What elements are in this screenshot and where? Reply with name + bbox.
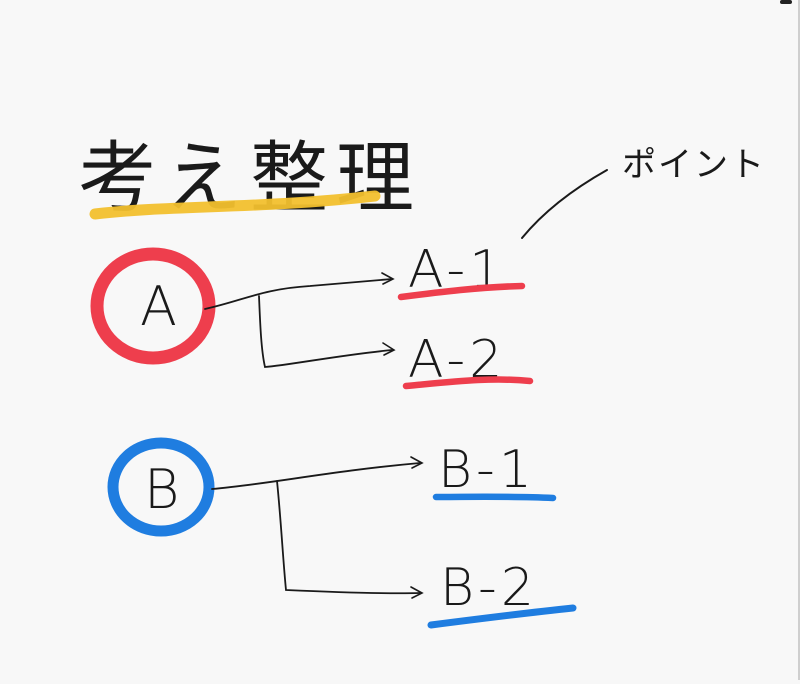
annotation-text: ポイント: [622, 145, 766, 185]
leaf-a-1-underline: [397, 282, 526, 301]
connector-b-1: [211, 462, 421, 490]
leaf-b-2-underline: [427, 604, 577, 629]
page-edge: [798, 0, 800, 680]
leaf-b-1-underline: [432, 493, 557, 502]
node-b-circle: [107, 437, 215, 537]
node-a-label: A: [140, 275, 177, 338]
connector-b-1-arrowhead: [410, 456, 424, 469]
connector-b-2: [276, 480, 421, 595]
node-a-circle: [90, 247, 216, 365]
connector-a-1: [204, 278, 393, 310]
node-b-label: B: [144, 458, 179, 521]
leaf-a-2-underline: [402, 376, 534, 390]
corner-mark: [780, 0, 792, 4]
leaf-b-1-label: B-1: [438, 440, 536, 500]
connector-b-2-arrowhead: [410, 586, 424, 599]
connector-a-2: [258, 295, 393, 368]
connector-a-2-arrowhead: [382, 342, 396, 356]
connector-a-1-arrowhead: [381, 272, 395, 285]
title-underline: [89, 190, 381, 220]
leaf-b-2-label: B-2: [440, 558, 538, 618]
annotation-leader-line: [521, 169, 608, 239]
